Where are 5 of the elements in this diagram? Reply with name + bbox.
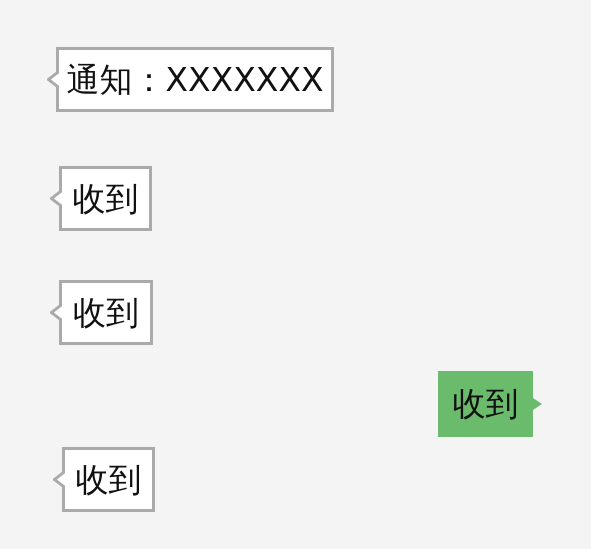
chat-bubble: 收到	[50, 280, 153, 345]
chat-bubble: 收到	[438, 371, 542, 437]
chat-bubble: 收到	[50, 166, 152, 231]
chat-bubble: 收到	[53, 447, 155, 512]
chat-bubble: 通知：XXXXXXX	[47, 47, 334, 112]
